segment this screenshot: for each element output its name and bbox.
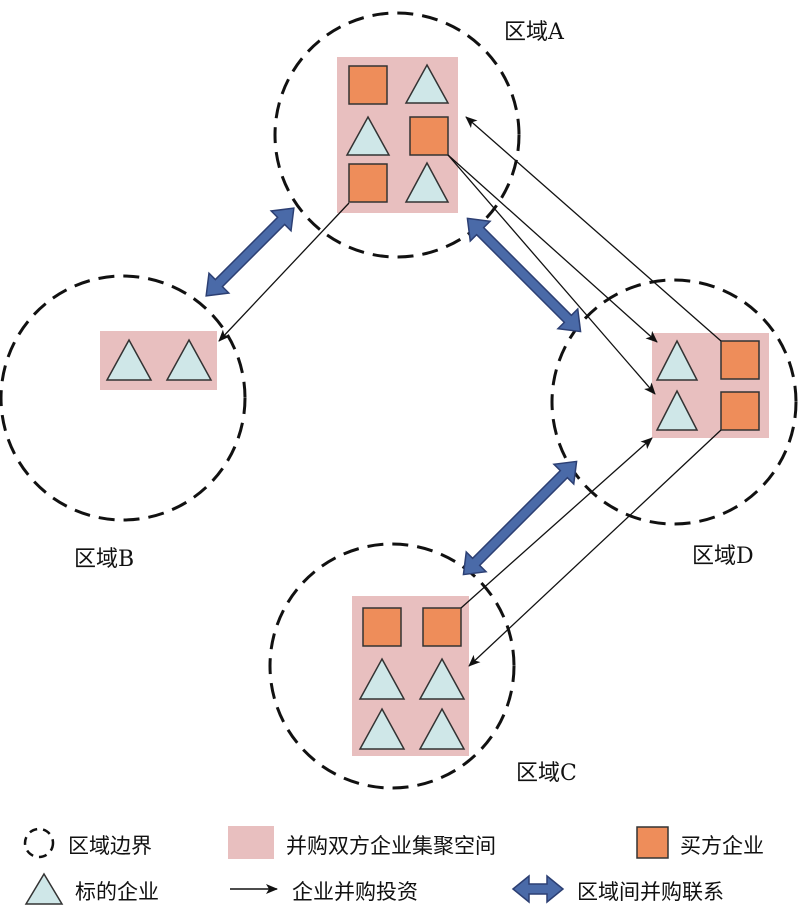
acquirer-company xyxy=(348,163,388,203)
legend-investment-label: 企业并购投资 xyxy=(292,880,418,904)
interregional-link-a-b xyxy=(205,207,295,297)
pink-rect-icon xyxy=(228,826,274,859)
target-company xyxy=(345,115,391,156)
region-a-boundary xyxy=(273,11,521,259)
double-arrow-icon xyxy=(511,874,565,904)
region-d-label: 区域D xyxy=(692,544,754,569)
investment-arrow xyxy=(447,154,656,395)
target-company xyxy=(655,389,699,431)
legend-target-label: 标的企业 xyxy=(75,880,159,904)
investment-arrow xyxy=(468,429,722,667)
legend-acquirer-label: 买方企业 xyxy=(680,834,764,858)
legend-interregional-label: 区域间并购联系 xyxy=(577,880,724,904)
region-c-boundary xyxy=(268,542,516,790)
region-d-boundary xyxy=(550,278,798,526)
dashed-circle-icon xyxy=(23,827,55,859)
acquirer-company xyxy=(720,391,760,431)
target-company xyxy=(404,161,450,203)
legend-boundary-label: 区域边界 xyxy=(68,834,152,858)
region-b-boundary xyxy=(0,274,247,522)
investment-arrow xyxy=(460,437,653,609)
target-company xyxy=(404,63,450,104)
orange-square-icon xyxy=(636,826,669,859)
target-company xyxy=(105,338,153,381)
investment-arrow xyxy=(218,202,350,342)
interregional-link-c-d xyxy=(462,460,578,576)
target-company xyxy=(655,339,699,381)
region-b-label: 区域B xyxy=(74,547,135,572)
interregional-link-a-d xyxy=(466,217,582,333)
legend-cluster-label: 并购双方企业集聚空间 xyxy=(286,834,496,858)
target-company xyxy=(358,707,406,750)
triangle-icon xyxy=(24,872,64,905)
target-company xyxy=(418,707,466,750)
target-company xyxy=(165,338,213,381)
investment-arrow xyxy=(447,154,658,343)
acquirer-company xyxy=(362,607,402,647)
acquirer-company xyxy=(422,607,462,647)
region-a-label: 区域A xyxy=(504,20,564,45)
acquirer-company xyxy=(348,65,388,105)
investment-arrow xyxy=(465,116,722,342)
region-c-label: 区域C xyxy=(516,761,577,786)
target-company xyxy=(358,657,406,700)
acquirer-company xyxy=(409,116,449,156)
acquirer-company xyxy=(720,340,760,380)
target-company xyxy=(418,657,466,700)
